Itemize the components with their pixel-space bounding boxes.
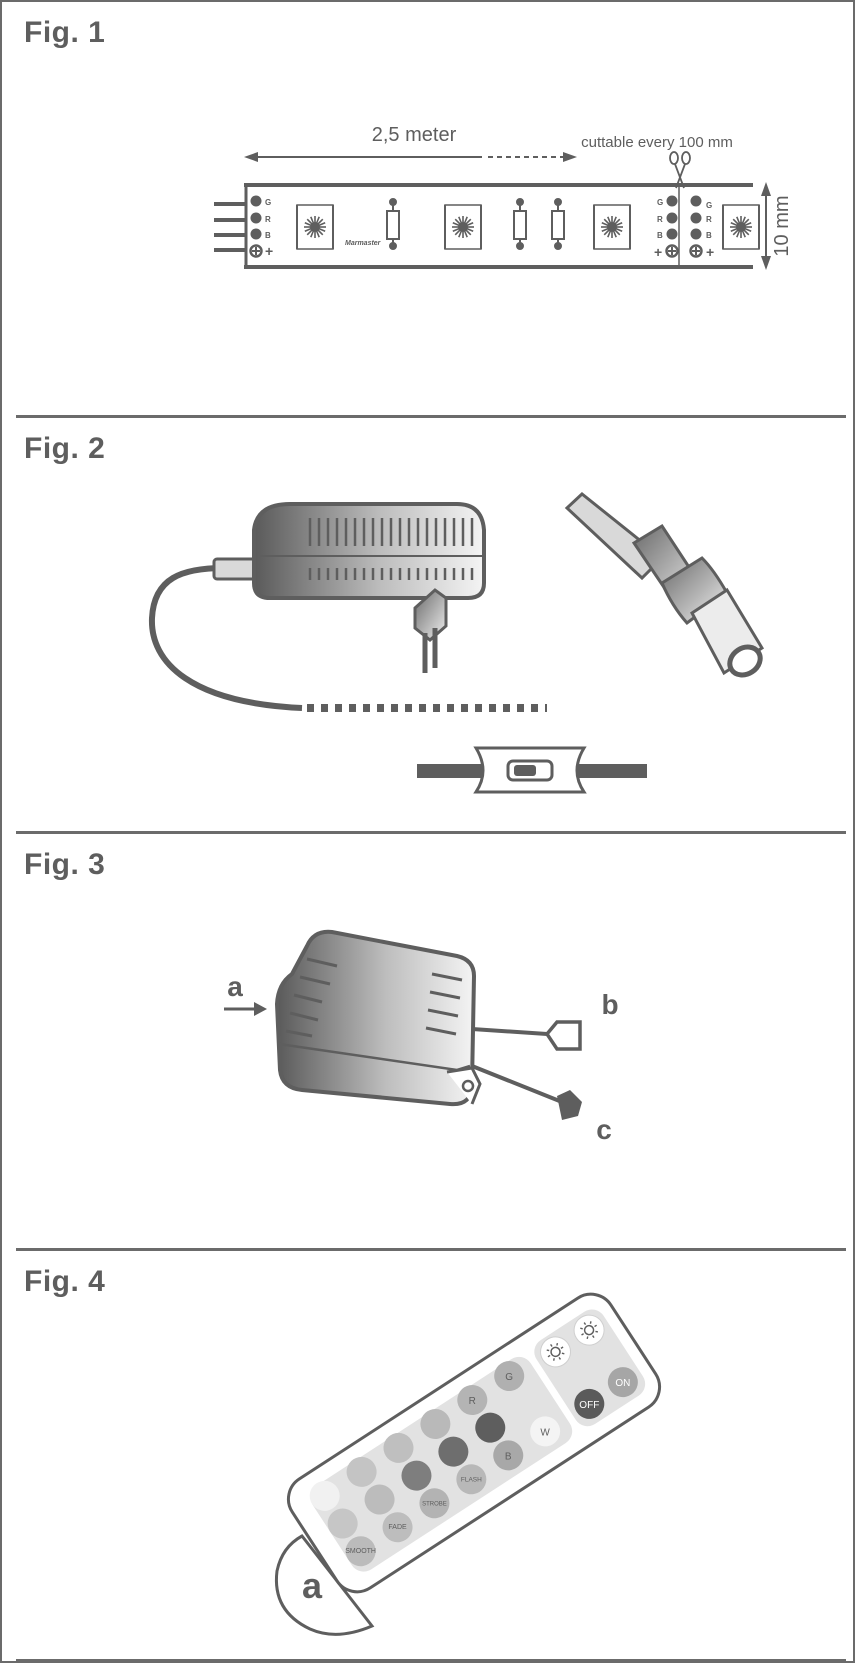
- pin-r-mid-right: R: [706, 215, 712, 224]
- wire-leads: [214, 202, 246, 252]
- remote-button-strobe[interactable]: STROBE: [414, 1483, 455, 1524]
- divider: [16, 1248, 846, 1251]
- svg-text:STROBE: STROBE: [422, 1501, 447, 1507]
- divider: [16, 831, 846, 834]
- remote-button-w[interactable]: W: [524, 1411, 565, 1452]
- length-arrow-left-head: [244, 152, 258, 162]
- svg-text:W: W: [540, 1427, 550, 1438]
- figure-2-label: Fig. 2: [24, 432, 106, 465]
- figure-4-label: Fig. 4: [24, 1265, 106, 1298]
- svg-text:G: G: [505, 1372, 513, 1383]
- pin-g-left: G: [265, 198, 271, 207]
- resistor: [551, 198, 565, 250]
- adapter-vents: [308, 518, 474, 580]
- brightness-up-icon[interactable]: [535, 1331, 576, 1372]
- remote-color-button[interactable]: [415, 1403, 456, 1444]
- led-chip: [722, 204, 760, 250]
- svg-text:R: R: [469, 1396, 476, 1407]
- strain-relief: [212, 557, 258, 581]
- led-chip: [296, 204, 334, 250]
- remote-control: SMOOTH FADE STROBE FLASH R B G W OFF ON: [286, 1292, 662, 1594]
- remote-color-button[interactable]: [341, 1451, 382, 1492]
- divider: [16, 1659, 846, 1662]
- figure-1-label: Fig. 1: [24, 16, 106, 49]
- divider: [16, 415, 846, 418]
- svg-text:OFF: OFF: [579, 1400, 599, 1411]
- figure-2-panel: Fig. 2: [2, 418, 853, 831]
- pin-plus-mid-right: +: [706, 244, 714, 260]
- remote-button-smooth[interactable]: SMOOTH: [340, 1530, 382, 1572]
- led-strip-diagram: 2,5 meter cuttable every 100 mm: [214, 124, 793, 270]
- inline-rocker-switch: [417, 746, 647, 794]
- remote-button-r[interactable]: R: [452, 1379, 493, 1420]
- figure-3-panel: Fig. 3: [2, 834, 853, 1248]
- figure-1-panel: Fig. 1 2,5 meter cuttable every 100 mm: [2, 2, 853, 416]
- led-strip: [244, 183, 753, 269]
- remote-button-b[interactable]: B: [487, 1435, 528, 1476]
- scissors-icon: [669, 151, 691, 189]
- remote-button-fade[interactable]: FADE: [377, 1506, 418, 1547]
- svg-text:ON: ON: [615, 1378, 630, 1389]
- length-label: 2,5 meter: [372, 124, 457, 146]
- pin-b-mid-left: B: [657, 231, 663, 240]
- remote-color-button[interactable]: [433, 1431, 474, 1472]
- remote-button-off[interactable]: OFF: [569, 1383, 610, 1424]
- pin-b-left: B: [265, 231, 271, 240]
- remote-color-button[interactable]: [304, 1475, 345, 1516]
- remote-color-button[interactable]: [322, 1503, 363, 1544]
- callout-a: a: [227, 971, 243, 1002]
- pin-g-mid-left: G: [657, 198, 663, 207]
- length-arrow-right-head: [563, 152, 577, 162]
- remote-color-button[interactable]: [378, 1427, 419, 1468]
- controller-box: [274, 929, 477, 1107]
- pin-r-left: R: [265, 215, 271, 224]
- color-button-grid: SMOOTH FADE STROBE FLASH R B G W OFF ON: [304, 1309, 643, 1572]
- controller-vents: [285, 957, 463, 1038]
- figure-3-label: Fig. 3: [24, 848, 106, 881]
- remote-color-button[interactable]: [396, 1455, 437, 1496]
- callout-a-remote: a: [302, 1565, 323, 1606]
- svg-text:FLASH: FLASH: [461, 1476, 482, 1483]
- resistor: [513, 198, 527, 250]
- callout-b: b: [601, 989, 618, 1020]
- remote-color-button[interactable]: [359, 1479, 400, 1520]
- solder-pads-left: G R B +: [249, 195, 273, 259]
- svg-text:B: B: [505, 1451, 512, 1462]
- led-chip: [593, 204, 631, 250]
- adapter-cable: [148, 565, 303, 711]
- cable-c: [471, 1064, 582, 1120]
- callout-c: c: [596, 1114, 612, 1145]
- wall-plug: [413, 588, 448, 642]
- remote-color-button[interactable]: [470, 1407, 511, 1448]
- battery-tab: [274, 1534, 375, 1636]
- pin-plus-mid-left: +: [654, 244, 662, 260]
- led-chip: [444, 204, 482, 250]
- controller-diagram: a b c: [224, 929, 619, 1145]
- dc-barrel-connector: [564, 492, 765, 678]
- width-label: 10 mm: [771, 195, 793, 256]
- power-adapter-diagram: [148, 492, 765, 794]
- cut-label: cuttable every 100 mm: [581, 134, 733, 151]
- pin-plus-left: +: [265, 243, 273, 259]
- brightness-down-icon[interactable]: [568, 1309, 609, 1350]
- width-dimension: [761, 182, 771, 270]
- cable-b: [471, 1020, 582, 1051]
- pin-b-mid-right: B: [706, 231, 712, 240]
- svg-text:SMOOTH: SMOOTH: [345, 1548, 376, 1555]
- solder-pads-cut: G R B + G R B +: [654, 195, 714, 260]
- pin-g-mid-right: G: [706, 201, 712, 210]
- svg-text:FADE: FADE: [388, 1524, 407, 1531]
- figure-4-panel: Fig. 4 a SMOOTH FADE STROBE FLASH R B G W OFF ON: [2, 1251, 853, 1661]
- remote-button-g[interactable]: G: [488, 1355, 529, 1396]
- pin-r-mid-left: R: [657, 215, 663, 224]
- remote-control-diagram: a SMOOTH FADE STROBE FLASH R B G W OFF ON: [274, 1292, 662, 1636]
- remote-button-flash[interactable]: FLASH: [451, 1459, 492, 1500]
- resistor: [386, 198, 400, 250]
- wall-adapter: [252, 502, 486, 600]
- brand-label: Marmaster: [345, 240, 382, 247]
- remote-button-on[interactable]: ON: [602, 1361, 643, 1402]
